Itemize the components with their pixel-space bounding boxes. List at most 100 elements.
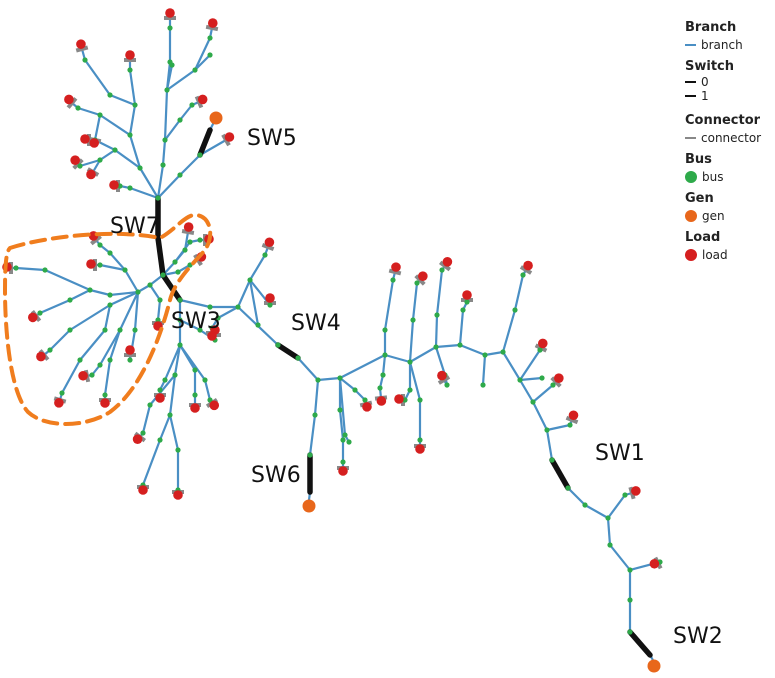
branch-line [128, 186, 160, 200]
branch-line [103, 303, 112, 332]
bus-node [172, 259, 178, 265]
bus-node [582, 502, 588, 508]
branch-line [168, 373, 177, 417]
bus-node [157, 297, 163, 303]
bus-node [87, 287, 93, 293]
bus-node [622, 492, 628, 498]
branch-line [148, 283, 162, 302]
legend-branch-title: Branch [685, 20, 737, 35]
gen-node [647, 659, 661, 673]
branch-line [98, 113, 132, 137]
branch-line [313, 378, 320, 417]
bus-node [177, 317, 183, 323]
load-node [523, 260, 533, 271]
bus-node [607, 542, 613, 548]
load-node [207, 331, 217, 341]
branch-line [113, 148, 142, 170]
connector-line-icon [685, 136, 696, 139]
bus-node [457, 342, 463, 348]
branch-line [14, 266, 47, 272]
bus-node [162, 137, 168, 143]
bus-node [42, 267, 48, 273]
bus-node [192, 392, 198, 398]
connector-line [388, 268, 402, 276]
load-node [36, 351, 46, 362]
branch-line [128, 133, 142, 170]
switch-line [197, 127, 213, 158]
switch-line [627, 629, 653, 658]
bus-node [132, 102, 138, 108]
bus-node [340, 437, 346, 443]
bus-node [207, 397, 213, 403]
branch-line [133, 290, 140, 332]
branch-line [411, 281, 419, 322]
branch-line [163, 118, 182, 142]
switch-label-sw4: SW4 [291, 311, 341, 336]
switch-line [549, 457, 571, 491]
branch-line [183, 230, 190, 252]
bus-node [417, 397, 423, 403]
connector-line [261, 243, 275, 251]
load-node [64, 94, 74, 105]
bus-node [207, 304, 213, 310]
bus-node [177, 117, 183, 123]
load-node [537, 338, 548, 349]
load-node [338, 466, 348, 476]
branch-line [173, 240, 192, 264]
branch-line [216, 305, 240, 320]
bus-node [169, 62, 175, 68]
switch-line [155, 235, 166, 278]
load-node [265, 293, 275, 303]
bus-node [147, 402, 153, 408]
bus-node [102, 327, 108, 333]
bus-node [77, 357, 83, 363]
bus-node [187, 239, 193, 245]
bus-node [77, 163, 83, 169]
bus-node [337, 375, 343, 381]
legend: Branch branch Switch 0 1 Connector conne… [685, 14, 773, 263]
load-node [70, 155, 80, 165]
load-node [76, 39, 86, 49]
bus-node [107, 250, 113, 256]
bus-node [127, 357, 133, 363]
bus-node [537, 347, 543, 353]
switches-layer [155, 127, 653, 658]
branch-line [173, 343, 182, 377]
legend-switch-label-1: 1 [701, 89, 709, 103]
branch-line [78, 158, 102, 168]
load-node [207, 18, 218, 28]
load-node [125, 50, 135, 60]
branch-line [198, 138, 228, 157]
switch-line [160, 272, 183, 303]
switch-label-sw5: SW5 [247, 126, 297, 151]
load-node [264, 237, 275, 248]
bus-node [627, 567, 633, 573]
branch-line [408, 360, 422, 402]
bus-node [164, 87, 170, 93]
bus-node [262, 252, 268, 258]
bus-node [140, 430, 146, 436]
bus-node [439, 267, 445, 273]
bus-node [157, 387, 163, 393]
legend-connector-entry: connector [685, 129, 773, 146]
bus-node [197, 237, 203, 243]
branches-layer [9, 16, 662, 664]
bus-node [539, 375, 545, 381]
connector-line [437, 375, 451, 385]
bus-node [550, 382, 556, 388]
bus-node [107, 357, 113, 363]
branch-line [163, 343, 182, 382]
bus-node [352, 387, 358, 393]
bus-node [172, 372, 178, 378]
branch-line [108, 290, 140, 297]
branch-line [161, 138, 167, 167]
bus-node [342, 432, 348, 438]
legend-switch-label-0: 0 [701, 75, 709, 89]
bus-node [97, 242, 103, 248]
bus-node [315, 377, 321, 383]
branch-line [606, 516, 612, 547]
bus-node [197, 327, 203, 333]
branch-line [138, 166, 160, 200]
load-node [54, 398, 64, 408]
branch-line [316, 376, 342, 382]
